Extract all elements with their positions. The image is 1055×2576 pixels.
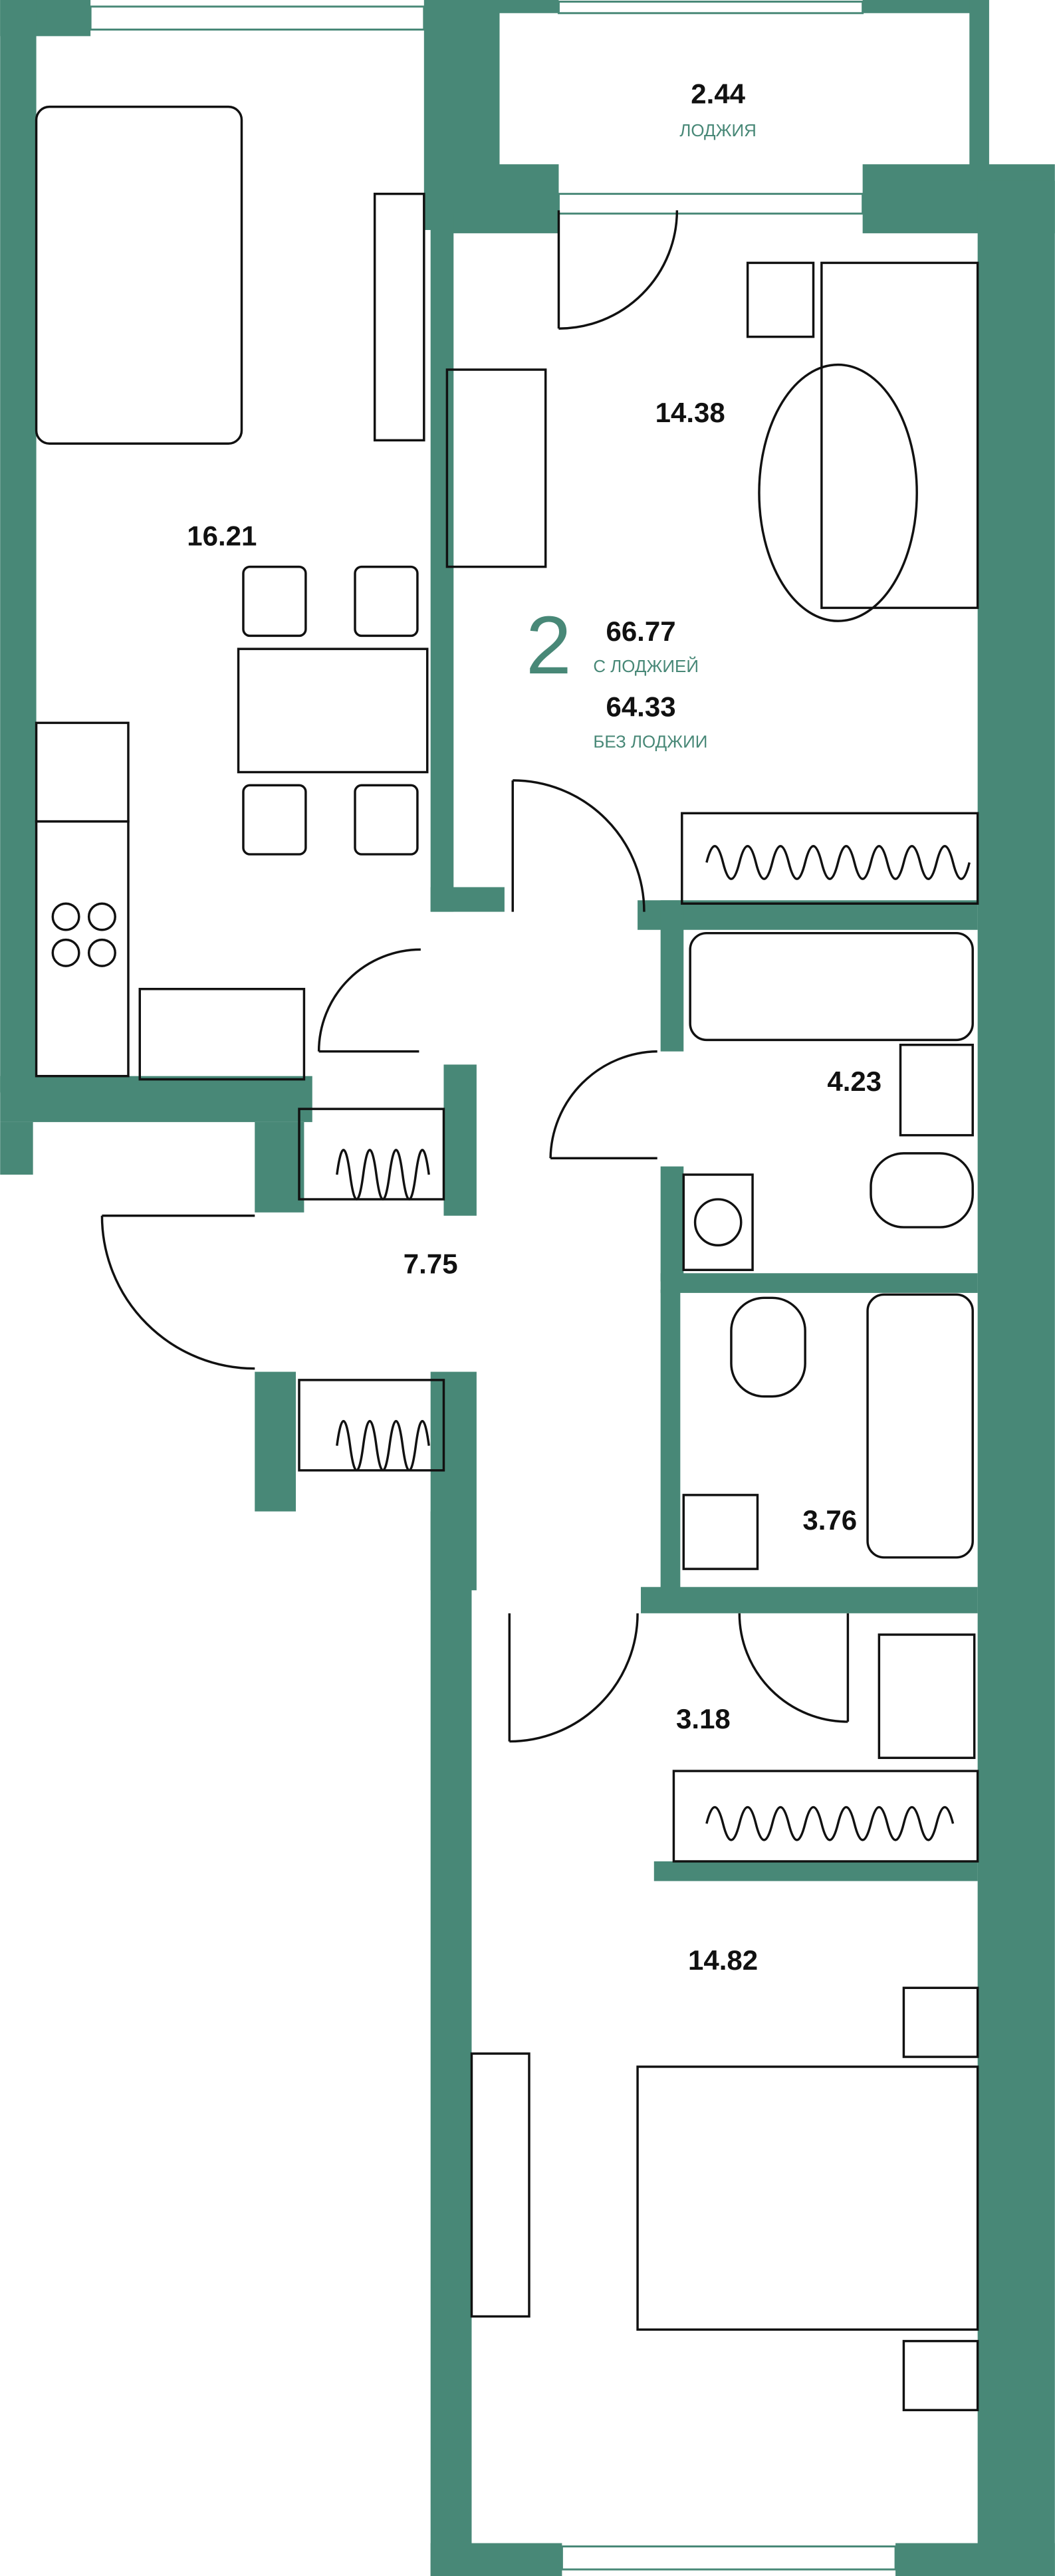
corridor-area: 3.18: [676, 1703, 731, 1734]
tv-unit: [373, 192, 425, 442]
bathroom-1-area: 4.23: [827, 1066, 881, 1097]
bedroom-2-area: 14.82: [688, 1944, 758, 1976]
bed-1: [820, 261, 979, 610]
total-without-loggia: 64.33: [606, 691, 675, 722]
rooms-count: 2: [526, 600, 572, 691]
room-labels: 2.44 ЛОДЖИЯ 14.38 16.21 2 66.77 С ЛОДЖИЕ…: [187, 78, 881, 1976]
toilet-2: [730, 1296, 806, 1398]
kitchen-counter: [35, 820, 130, 1078]
bed-2: [636, 2065, 979, 2331]
desk: [445, 368, 547, 568]
wardrobe-corridor: [878, 1633, 976, 1760]
total-with-loggia: 66.77: [606, 616, 675, 647]
doors: [100, 210, 850, 1743]
wardrobe-1: [681, 812, 979, 905]
sink-1: [899, 1044, 974, 1137]
without-loggia-label: БЕЗ ЛОДЖИИ: [593, 733, 707, 751]
sink: [138, 987, 306, 1081]
bathtub-1: [689, 931, 974, 1042]
wardrobe-2: [672, 1770, 979, 1863]
nightstand-2b: [902, 2339, 979, 2412]
windows: [89, 0, 897, 2571]
wardrobe-hall-1: [298, 1108, 445, 1201]
dining-table: [237, 647, 429, 774]
loggia-label: ЛОДЖИЯ: [679, 122, 757, 140]
wardrobe-hall-2: [298, 1379, 445, 1472]
nightstand-2a: [902, 1986, 979, 2058]
furniture: [35, 105, 979, 2412]
living-kitchen-area: 16.21: [187, 520, 257, 551]
toilet-1: [870, 1152, 974, 1229]
loggia-area: 2.44: [691, 78, 745, 110]
with-loggia-label: С ЛОДЖИЕЙ: [593, 656, 699, 676]
bathtub-2: [866, 1293, 974, 1559]
sofa: [35, 105, 243, 445]
bedroom-1-area: 14.38: [655, 397, 725, 428]
nightstand: [746, 261, 815, 338]
tv-unit-2: [470, 2052, 530, 2318]
fridge: [35, 721, 130, 823]
bathroom-2-area: 3.76: [802, 1504, 857, 1536]
hall-area: 7.75: [404, 1248, 458, 1279]
sink-2: [682, 1494, 759, 1570]
washing-machine: [682, 1173, 754, 1272]
